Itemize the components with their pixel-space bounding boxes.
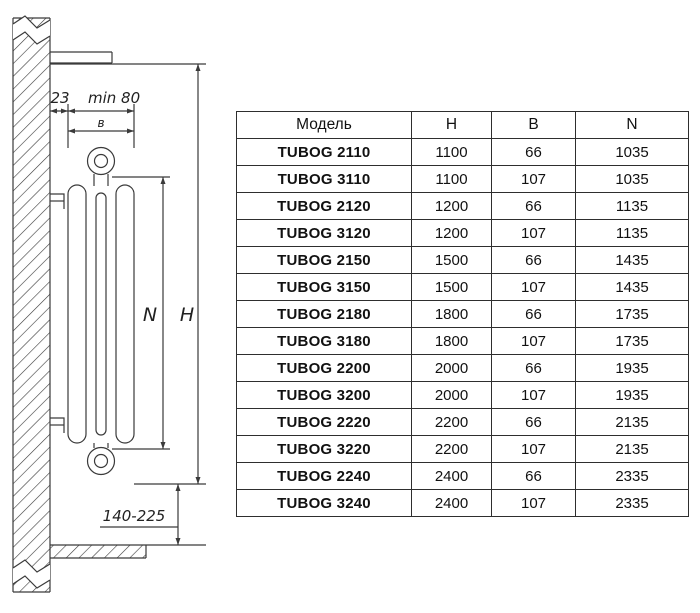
dimension-floor-clearance: 140-225	[100, 484, 181, 545]
cell-value: 107	[491, 273, 576, 301]
cell-value: 66	[491, 192, 576, 220]
dimension-h: H	[50, 63, 206, 485]
cell-value: 1500	[411, 246, 492, 274]
col-header-model: Модель	[236, 111, 412, 139]
dimension-n: N	[112, 176, 170, 450]
cell-value: 1435	[575, 246, 689, 274]
mounting-brackets	[50, 193, 65, 433]
cell-model: TUBOG 3150	[236, 273, 412, 301]
cell-value: 1135	[575, 192, 689, 220]
col-header-n: N	[575, 111, 689, 139]
cell-value: 107	[491, 327, 576, 355]
cell-value: 2000	[411, 354, 492, 382]
floor-section	[50, 544, 206, 559]
cell-model: TUBOG 2110	[236, 138, 412, 166]
dim-label-wall-gap: 23	[50, 89, 69, 107]
cell-value: 66	[491, 462, 576, 490]
cell-value: 107	[491, 165, 576, 193]
cell-value: 1500	[411, 273, 492, 301]
cell-value: 2000	[411, 381, 492, 409]
top-ledge	[50, 51, 113, 64]
cell-model: TUBOG 3220	[236, 435, 412, 463]
wall-section	[12, 15, 51, 593]
table-header-row: Модель H B N	[236, 111, 689, 139]
cell-value: 2335	[575, 489, 689, 517]
cell-value: 66	[491, 354, 576, 382]
dim-label-floor-clearance: 140-225	[103, 507, 166, 525]
cell-value: 66	[491, 408, 576, 436]
cell-value: 1735	[575, 300, 689, 328]
col-header-h: H	[411, 111, 492, 139]
cell-value: 1200	[411, 192, 492, 220]
cell-value: 66	[491, 246, 576, 274]
cell-value: 1935	[575, 381, 689, 409]
cell-value: 1800	[411, 327, 492, 355]
cell-value: 1735	[575, 327, 689, 355]
top-dimensions: 23 min 80 в	[50, 89, 140, 148]
dim-label-min-clearance: min 80	[88, 89, 140, 107]
cell-model: TUBOG 3240	[236, 489, 412, 517]
cell-value: 2335	[575, 462, 689, 490]
cell-value: 1200	[411, 219, 492, 247]
cell-value: 1035	[575, 138, 689, 166]
radiator-mounting-diagram: 23 min 80 в N H 140-225	[12, 15, 206, 593]
cell-value: 2135	[575, 435, 689, 463]
cell-model: TUBOG 2180	[236, 300, 412, 328]
cell-model: TUBOG 3110	[236, 165, 412, 193]
cell-value: 2400	[411, 462, 492, 490]
cell-value: 107	[491, 219, 576, 247]
cell-value: 2400	[411, 489, 492, 517]
cell-value: 1435	[575, 273, 689, 301]
cell-model: TUBOG 2120	[236, 192, 412, 220]
cell-value: 107	[491, 381, 576, 409]
cell-value: 1100	[411, 138, 492, 166]
cell-model: TUBOG 2240	[236, 462, 412, 490]
radiator-body	[67, 146, 135, 476]
cell-value: 1800	[411, 300, 492, 328]
cell-value: 1935	[575, 354, 689, 382]
cell-value: 107	[491, 489, 576, 517]
dim-label-height: H	[180, 304, 194, 326]
cell-value: 66	[491, 300, 576, 328]
cell-value: 2200	[411, 408, 492, 436]
cell-value: 1035	[575, 165, 689, 193]
cell-value: 1100	[411, 165, 492, 193]
cell-model: TUBOG 2150	[236, 246, 412, 274]
cell-value: 2135	[575, 408, 689, 436]
cell-value: 2200	[411, 435, 492, 463]
cell-model: TUBOG 3200	[236, 381, 412, 409]
dim-label-pipe-distance: N	[143, 304, 157, 326]
cell-model: TUBOG 3180	[236, 327, 412, 355]
cell-value: 107	[491, 435, 576, 463]
cell-value: 66	[491, 138, 576, 166]
dim-label-depth: в	[97, 116, 104, 130]
col-header-b: B	[491, 111, 576, 139]
cell-value: 1135	[575, 219, 689, 247]
cell-model: TUBOG 2220	[236, 408, 412, 436]
cell-model: TUBOG 3120	[236, 219, 412, 247]
cell-model: TUBOG 2200	[236, 354, 412, 382]
